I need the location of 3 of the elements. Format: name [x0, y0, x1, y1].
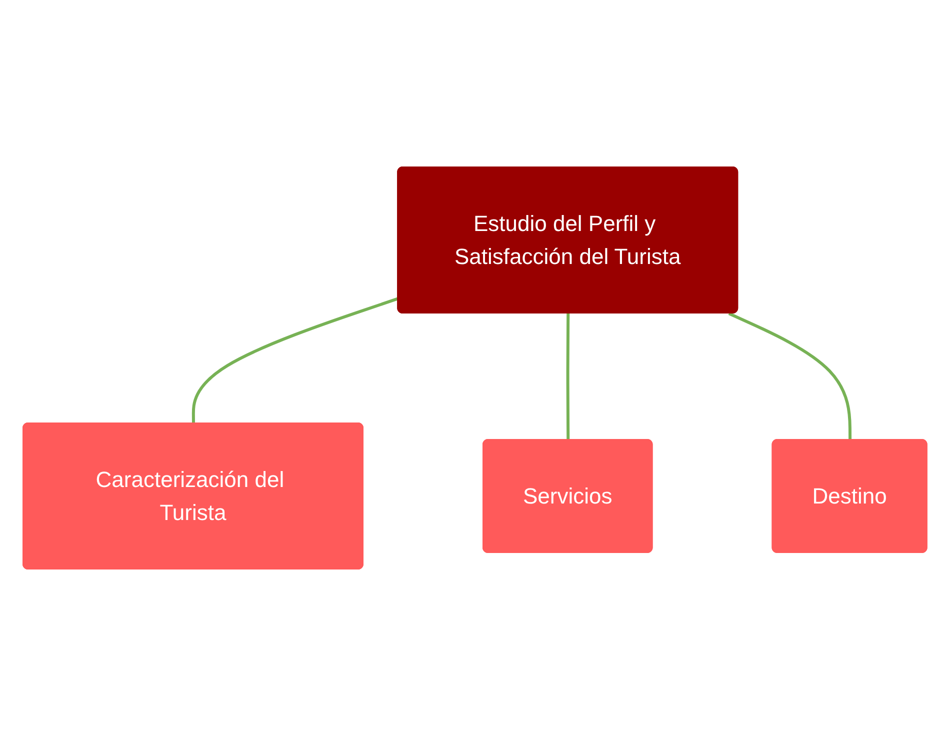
connector [566, 313, 570, 440]
connector [728, 312, 852, 440]
connector [192, 297, 399, 424]
